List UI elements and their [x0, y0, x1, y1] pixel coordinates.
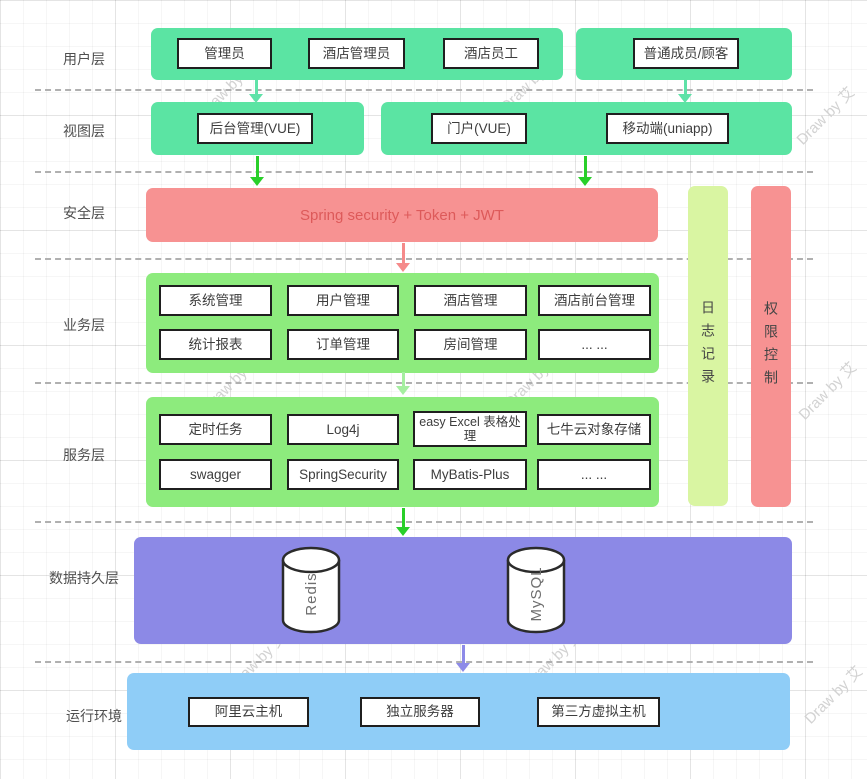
swagger-box: swagger	[159, 459, 272, 490]
business-more-box: ... ...	[538, 329, 651, 360]
stats-report-box: 统计报表	[159, 329, 272, 360]
arrow-view2-to-security	[578, 156, 592, 186]
arrow-data-to-runtime	[456, 645, 470, 672]
layer-label-user: 用户层	[63, 51, 105, 67]
security-layer-text: Spring security + Token + JWT	[300, 206, 504, 224]
layer-divider	[35, 521, 813, 523]
layer-label-data: 数据持久层	[49, 570, 119, 586]
timer-task-box: 定时任务	[159, 414, 272, 445]
log-record-bar: 日志记录	[688, 186, 728, 506]
redis-label: Redis	[302, 572, 320, 616]
arrow-view1-to-security	[250, 156, 264, 186]
layer-label-service: 服务层	[63, 447, 105, 463]
member-customer-box: 普通成员/顾客	[633, 38, 739, 69]
layer-label-runtime: 运行环境	[66, 708, 122, 724]
log-record-label: 日志记录	[700, 300, 716, 392]
arrow-user2-to-view2	[678, 80, 692, 103]
mysql-label: MySQL	[527, 566, 545, 622]
data-layer-container	[134, 537, 792, 644]
security-layer-bar: Spring security + Token + JWT	[146, 188, 658, 242]
layer-divider	[35, 89, 813, 91]
watermark-text: Draw by 艾	[795, 358, 861, 424]
system-mgmt-box: 系统管理	[159, 285, 272, 316]
standalone-server-box: 独立服务器	[360, 697, 480, 727]
permission-control-label: 权限控制	[763, 300, 779, 393]
backend-vue-box: 后台管理(VUE)	[197, 113, 313, 144]
permission-control-bar: 权限控制	[751, 186, 791, 507]
layer-label-business: 业务层	[63, 317, 105, 333]
watermark-text: Draw by 艾	[793, 83, 859, 149]
easy-excel-box: easy Excel 表格处理	[413, 411, 527, 447]
springsecurity-box: SpringSecurity	[287, 459, 399, 490]
layer-label-view: 视图层	[63, 123, 105, 139]
watermark-text: Draw by 艾	[801, 662, 867, 728]
cylinder-icon	[506, 546, 566, 634]
layer-divider	[35, 382, 813, 384]
mybatis-plus-box: MyBatis-Plus	[413, 459, 527, 490]
hotel-mgmt-box: 酒店管理	[414, 285, 527, 316]
third-party-vm-box: 第三方虚拟主机	[537, 697, 660, 727]
layer-divider	[35, 171, 813, 173]
aliyun-host-box: 阿里云主机	[188, 697, 309, 727]
uniapp-box: 移动端(uniapp)	[606, 113, 729, 144]
arrow-service-to-data	[396, 508, 410, 536]
redis-cylinder: Redis	[281, 546, 341, 634]
hotel-admin-box: 酒店管理员	[308, 38, 405, 69]
room-mgmt-box: 房间管理	[414, 329, 527, 360]
hotel-staff-box: 酒店员工	[443, 38, 539, 69]
layer-divider	[35, 258, 813, 260]
mysql-cylinder: MySQL	[506, 546, 566, 634]
admin-box: 管理员	[177, 38, 272, 69]
arrow-user1-to-view1	[249, 80, 263, 103]
qiniu-storage-box: 七牛云对象存储	[537, 414, 651, 445]
portal-vue-box: 门户(VUE)	[431, 113, 527, 144]
order-mgmt-box: 订单管理	[287, 329, 399, 360]
layer-label-security: 安全层	[63, 205, 105, 221]
cylinder-icon	[281, 546, 341, 634]
hotel-front-mgmt-box: 酒店前台管理	[538, 285, 651, 316]
log4j-box: Log4j	[287, 414, 399, 445]
user-mgmt-box: 用户管理	[287, 285, 399, 316]
layer-divider	[35, 661, 813, 663]
arrow-security-to-business	[396, 243, 410, 272]
service-more-box: ... ...	[537, 459, 651, 490]
arrow-business-to-service	[396, 372, 410, 395]
